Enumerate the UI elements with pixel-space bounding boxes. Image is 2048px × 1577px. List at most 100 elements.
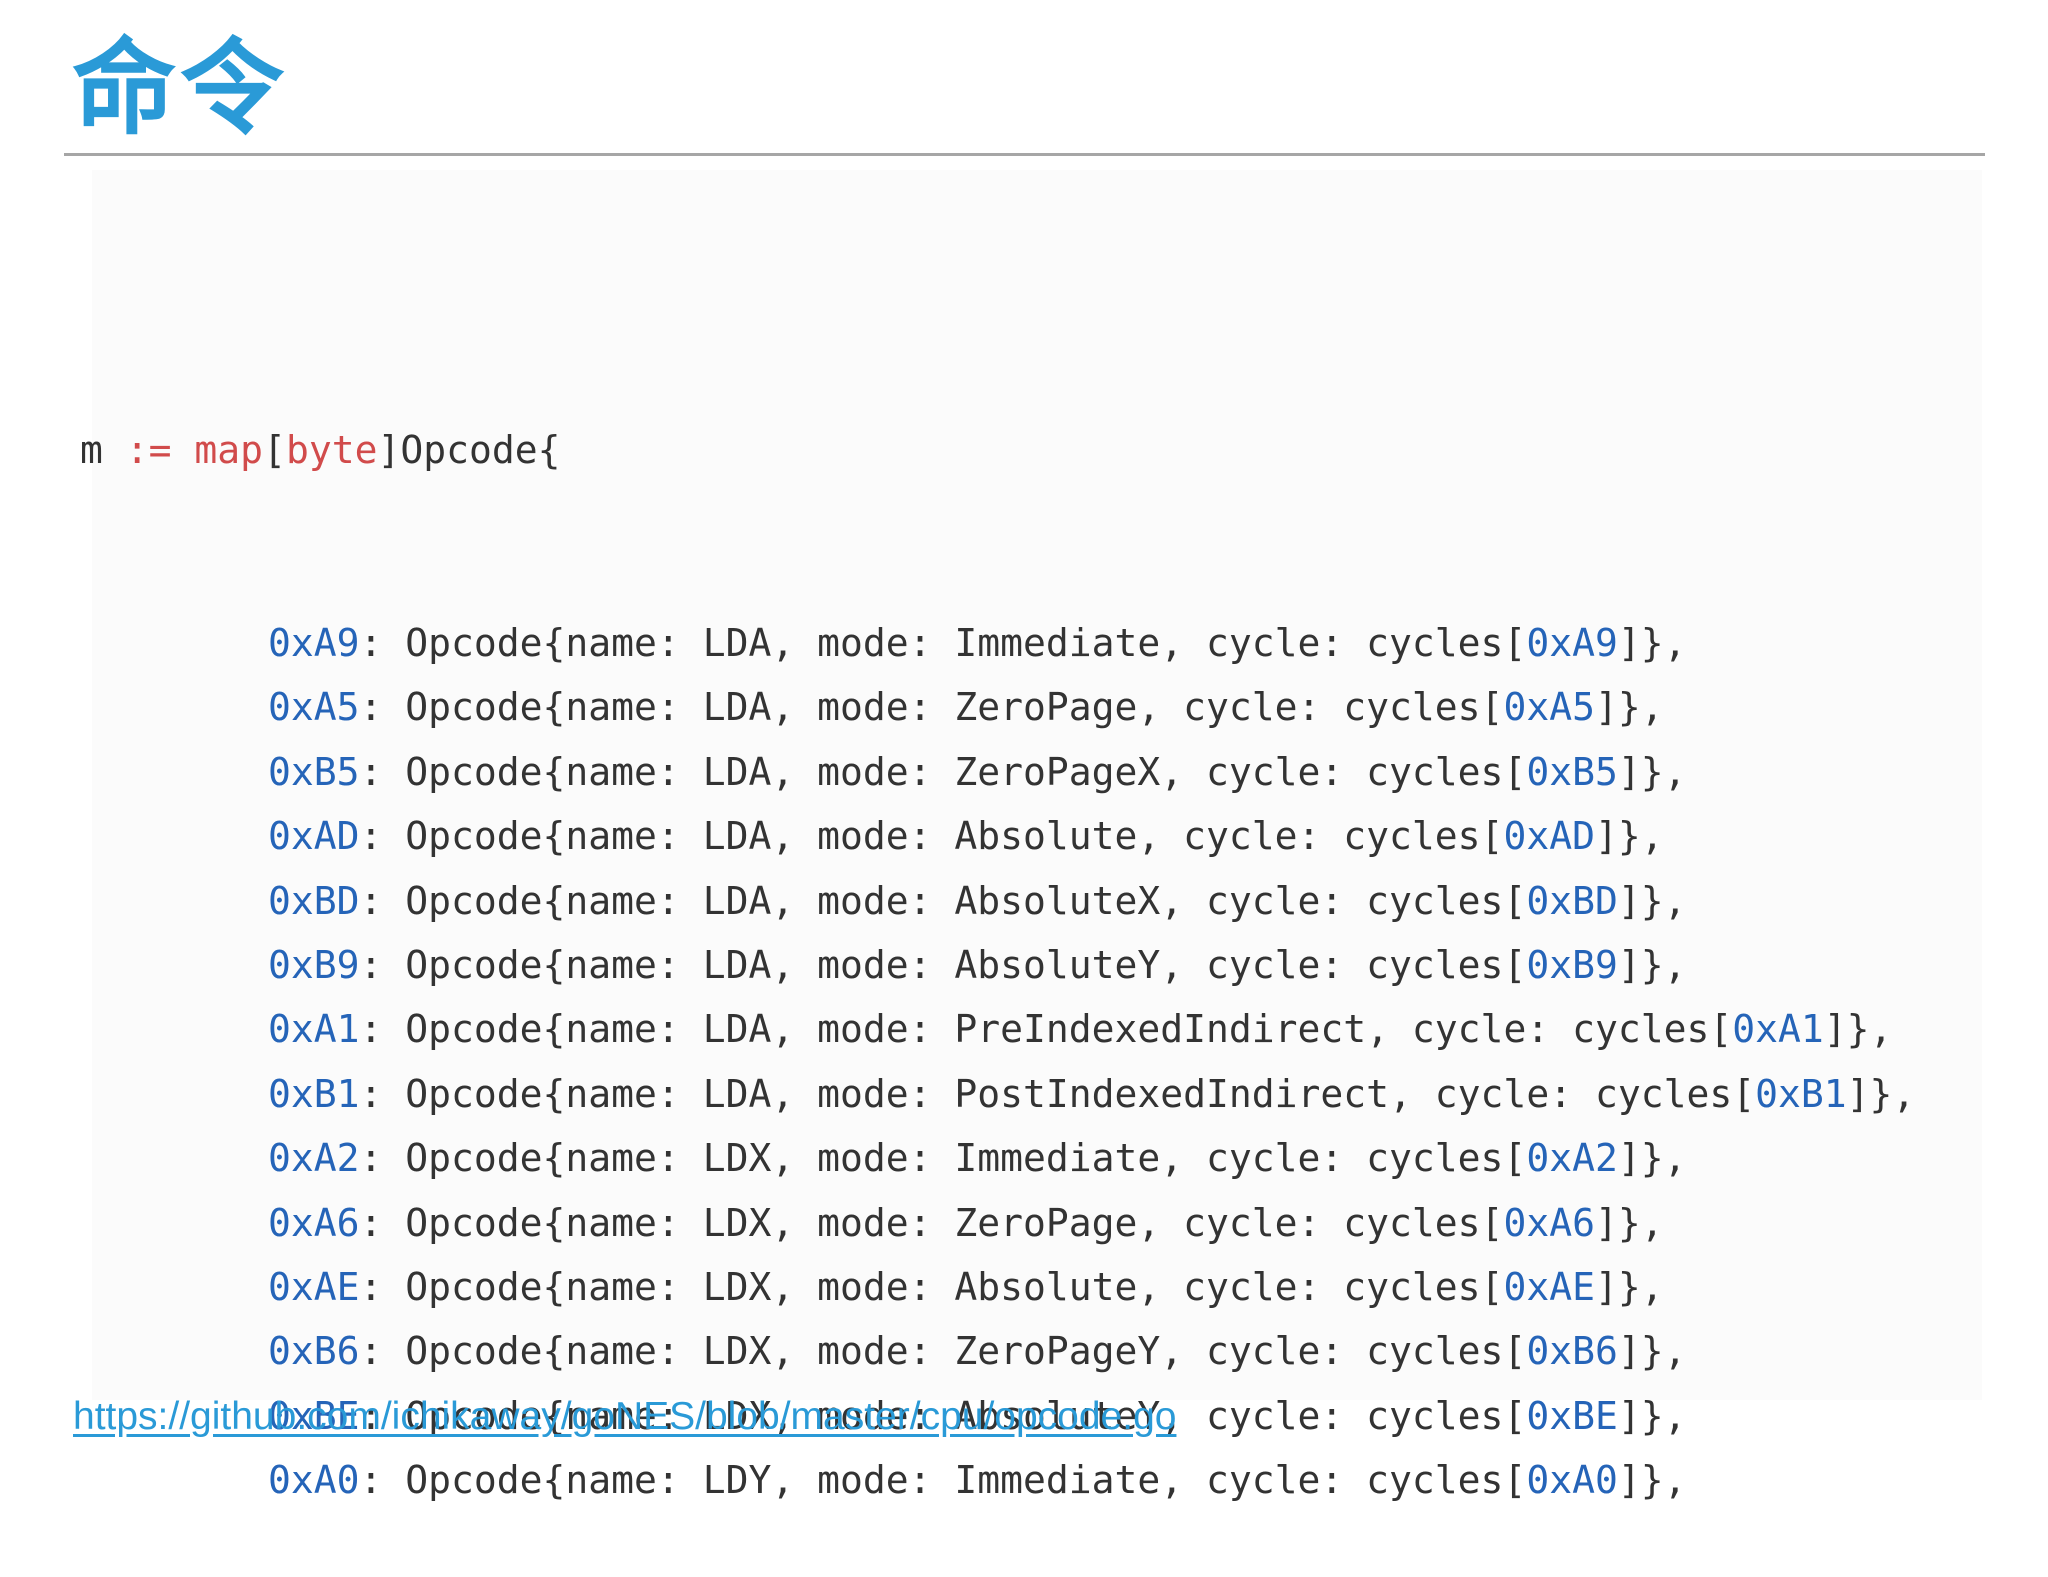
code-line-opcode-entry: 0xA2: Opcode{name: LDX, mode: Immediate,… — [80, 1126, 1915, 1190]
code-punct: , cycle: cycles[ — [1160, 1458, 1527, 1503]
code-punct: : Opcode{name: — [359, 1393, 703, 1438]
code-punct: : Opcode{name: — [359, 1329, 703, 1374]
code-punct: , cycle: cycles[ — [1137, 685, 1504, 730]
code-punct: , mode: — [771, 1200, 955, 1245]
code-opcode-name: LDX — [702, 1329, 772, 1374]
code-addressing-mode: ZeroPageX — [954, 749, 1161, 794]
title-divider — [64, 153, 1985, 156]
code-punct: ]}, — [1594, 685, 1664, 730]
code-cycle-index: 0xA6 — [1503, 1200, 1595, 1245]
code-line-opcode-entry: 0xB6: Opcode{name: LDX, mode: ZeroPageY,… — [80, 1319, 1915, 1383]
code-cycle-index: 0xAD — [1503, 814, 1595, 859]
code-punct: ]}, — [1617, 878, 1687, 923]
code-punct: , cycle: cycles[ — [1137, 1264, 1504, 1309]
code-addressing-mode: Absolute — [954, 1264, 1138, 1309]
code-opcode-key: 0xA9 — [268, 621, 360, 666]
code-line-opcode-entry: 0xA5: Opcode{name: LDA, mode: ZeroPage, … — [80, 675, 1915, 739]
code-punct: , cycle: cycles[ — [1160, 621, 1527, 666]
code-punct: , cycle: cycles[ — [1160, 1136, 1527, 1181]
code-cycle-index: 0xAE — [1503, 1264, 1595, 1309]
code-punct: : Opcode{name: — [359, 1136, 703, 1181]
code-punct: ]}, — [1617, 749, 1687, 794]
code-opcode-name: LDX — [702, 1200, 772, 1245]
code-cycle-index: 0xA2 — [1526, 1136, 1618, 1181]
code-punct: , mode: — [771, 1329, 955, 1374]
code-addressing-mode: PreIndexedIndirect — [954, 1007, 1367, 1052]
code-punct: , mode: — [771, 1007, 955, 1052]
code-cycle-index: 0xA0 — [1526, 1458, 1618, 1503]
code-panel — [92, 170, 1982, 1400]
code-punct: , mode: — [771, 1393, 955, 1438]
code-punct: , cycle: cycles[ — [1389, 1071, 1756, 1116]
code-punct: : Opcode{name: — [359, 814, 703, 859]
code-cycle-index: 0xA1 — [1732, 1007, 1824, 1052]
code-punct: , cycle: cycles[ — [1160, 942, 1527, 987]
code-punct: : Opcode{name: — [359, 621, 703, 666]
code-addressing-mode: ZeroPage — [954, 685, 1138, 730]
code-punct: , mode: — [771, 942, 955, 987]
code-addressing-mode: Immediate — [954, 1136, 1161, 1181]
code-opcode-name: LDY — [702, 1458, 772, 1503]
code-addressing-mode: AbsoluteY — [954, 942, 1161, 987]
code-punct: : Opcode{name: — [359, 1458, 703, 1503]
code-opcode-name: LDA — [702, 942, 772, 987]
code-opcode-name: LDA — [702, 1071, 772, 1116]
code-opcode-key: 0xA0 — [268, 1458, 360, 1503]
code-punct: : Opcode{name: — [359, 1264, 703, 1309]
code-punct: ]}, — [1617, 1458, 1687, 1503]
code-opcode-name: LDA — [702, 878, 772, 923]
code-punct: ]}, — [1617, 942, 1687, 987]
code-line-opcode-entry: 0xAE: Opcode{name: LDX, mode: Absolute, … — [80, 1255, 1915, 1319]
code-byte-type: byte — [285, 427, 378, 472]
code-punct: ]}, — [1846, 1071, 1916, 1116]
code-addressing-mode: PostIndexedIndirect — [954, 1071, 1390, 1116]
code-opcode-name: LDA — [702, 749, 772, 794]
code-opcode-key: 0xB6 — [268, 1329, 360, 1374]
code-opcode-name: LDA — [702, 685, 772, 730]
code-opcode-type: ]Opcode{ — [377, 427, 561, 472]
code-opcode-key: 0xB1 — [268, 1071, 360, 1116]
code-punct: ]}, — [1617, 621, 1687, 666]
source-link[interactable]: https://github.com/ichikaway/goNES/blob/… — [73, 1395, 1177, 1438]
code-line-map-declaration: m := map[byte]Opcode{ — [80, 427, 561, 472]
code-punct: : Opcode{name: — [359, 878, 703, 923]
code-punct: , mode: — [771, 1071, 955, 1116]
code-entries: 0xA9: Opcode{name: LDA, mode: Immediate,… — [80, 611, 1915, 1512]
code-punct: , mode: — [771, 1458, 955, 1503]
code-map-keyword: map — [194, 427, 264, 472]
code-var: m — [80, 427, 126, 472]
code-punct: , cycle: cycles[ — [1160, 1393, 1527, 1438]
code-addressing-mode: ZeroPage — [954, 1200, 1138, 1245]
code-addressing-mode: ZeroPageY — [954, 1329, 1161, 1374]
code-line-opcode-entry: 0xB9: Opcode{name: LDA, mode: AbsoluteY,… — [80, 933, 1915, 997]
code-punct: ]}, — [1594, 1264, 1664, 1309]
code-cycle-index: 0xB1 — [1755, 1071, 1847, 1116]
code-opcode-name: LDA — [702, 621, 772, 666]
code-opcode-name: LDX — [702, 1264, 772, 1309]
code-opcode-key: 0xAE — [268, 1264, 360, 1309]
code-opcode-key: 0xAD — [268, 814, 360, 859]
code-punct: , cycle: cycles[ — [1366, 1007, 1733, 1052]
code-punct: : Opcode{name: — [359, 1071, 703, 1116]
code-cycle-index: 0xA5 — [1503, 685, 1595, 730]
code-punct: , mode: — [771, 1136, 955, 1181]
code-opcode-key: 0xA2 — [268, 1136, 360, 1181]
code-punct: , cycle: cycles[ — [1137, 814, 1504, 859]
code-addressing-mode: Immediate — [954, 621, 1161, 666]
code-punct: , cycle: cycles[ — [1137, 1200, 1504, 1245]
code-line-opcode-entry: 0xA0: Opcode{name: LDY, mode: Immediate,… — [80, 1448, 1915, 1512]
code-cycle-index: 0xA9 — [1526, 621, 1618, 666]
code-addressing-mode: AbsoluteX — [954, 878, 1161, 923]
code-block: m := map[byte]Opcode{ 0xA9: Opcode{name:… — [80, 289, 1915, 1577]
code-cycle-index: 0xBE — [1526, 1393, 1618, 1438]
code-opcode-key: 0xB9 — [268, 942, 360, 987]
code-punct: , cycle: cycles[ — [1160, 1329, 1527, 1374]
code-line-opcode-entry: 0xA9: Opcode{name: LDA, mode: Immediate,… — [80, 611, 1915, 675]
code-punct: ]}, — [1823, 1007, 1893, 1052]
slide-title: 命令 — [72, 27, 289, 149]
code-punct: : Opcode{name: — [359, 1007, 703, 1052]
code-addressing-mode: Absolute — [954, 814, 1138, 859]
code-punct: : Opcode{name: — [359, 942, 703, 987]
code-line-opcode-entry: 0xB1: Opcode{name: LDA, mode: PostIndexe… — [80, 1062, 1915, 1126]
code-punct: ]}, — [1617, 1393, 1687, 1438]
